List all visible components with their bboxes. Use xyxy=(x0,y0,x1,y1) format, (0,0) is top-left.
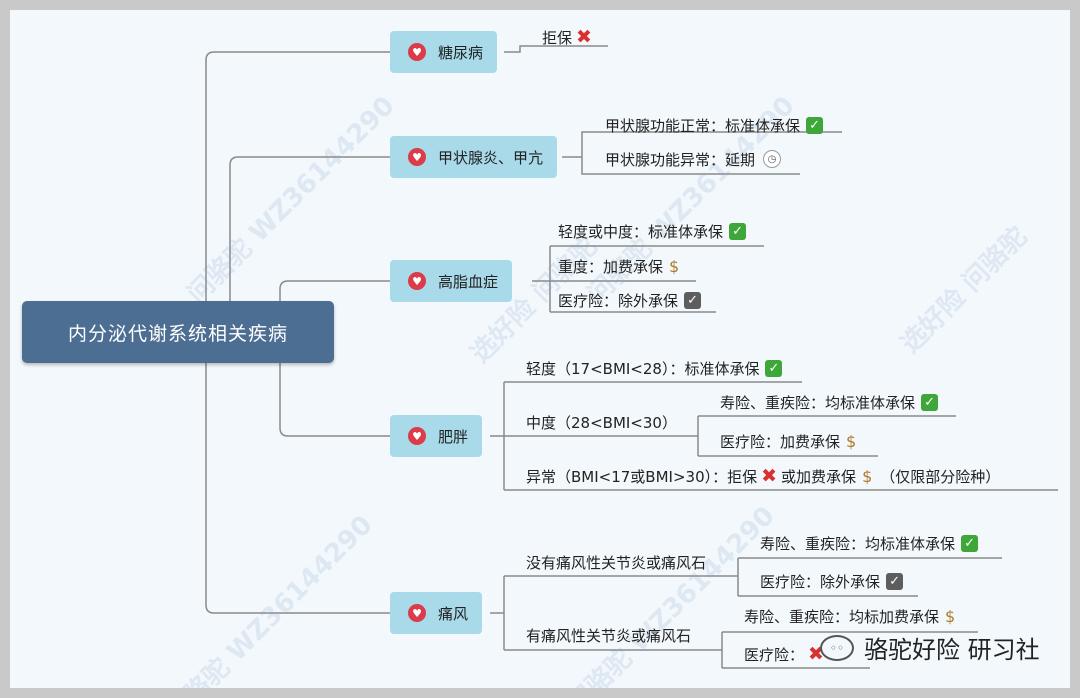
topic-obesity[interactable]: ♥ 肥胖 xyxy=(390,415,483,457)
check-icon: ✓ xyxy=(765,359,783,377)
brand-text: 骆驼好险 研习社 xyxy=(864,636,1040,664)
leaf-label: 医疗险：除外承保 xyxy=(558,291,679,310)
leaf-label: 没有痛风性关节炎或痛风石 xyxy=(526,553,707,572)
leaf-lipid-severe[interactable]: 重度：加费承保 $ xyxy=(558,253,679,279)
leaf-obesity-moderate-medical[interactable]: 医疗险：加费承保 $ xyxy=(720,428,856,454)
leaf-label: 医疗险： xyxy=(744,645,805,664)
topic-label: 肥胖 xyxy=(438,427,469,446)
leaf-label: 异常（BMI<17或BMI>30）：拒保 xyxy=(526,467,758,486)
money-bag-icon: $ xyxy=(669,256,680,276)
topic-label: 痛风 xyxy=(438,604,469,623)
check-icon: ✓ xyxy=(921,393,939,411)
leaf-obesity-mild[interactable]: 轻度（17<BMI<28）：标准体承保 ✓ xyxy=(526,355,783,381)
cross-icon: ✖ xyxy=(808,643,824,665)
clock-icon: ◷ xyxy=(763,150,782,168)
leaf-diabetes-reject[interactable]: 拒保 ✖ xyxy=(542,24,592,50)
heart-icon: ♥ xyxy=(408,427,426,445)
money-bag-icon: $ xyxy=(945,606,956,626)
money-bag-icon: $ xyxy=(862,466,873,486)
topic-label: 高脂血症 xyxy=(438,272,499,291)
leaf-gout-with-medical[interactable]: 医疗险： ✖ xyxy=(744,641,824,667)
topic-gout[interactable]: ♥ 痛风 xyxy=(390,592,483,634)
topic-hyperlipidemia[interactable]: ♥ 高脂血症 xyxy=(390,260,513,302)
checkbox-icon: ✓ xyxy=(684,291,702,309)
leaf-thyroid-abnormal[interactable]: 甲状腺功能异常：延期 ◷ xyxy=(605,146,782,172)
money-bag-icon: $ xyxy=(846,431,857,451)
topic-diabetes[interactable]: ♥ 糖尿病 xyxy=(390,31,498,73)
leaf-gout-with-arthritis[interactable]: 有痛风性关节炎或痛风石 xyxy=(526,622,691,648)
leaf-obesity-moderate-life[interactable]: 寿险、重疾险：均标准体承保 ✓ xyxy=(720,389,939,415)
leaf-thyroid-normal[interactable]: 甲状腺功能正常：标准体承保 ✓ xyxy=(605,112,824,138)
leaf-label: 医疗险：除外承保 xyxy=(760,572,881,591)
leaf-lipid-medical[interactable]: 医疗险：除外承保 ✓ xyxy=(558,287,702,313)
leaf-label: 重度：加费承保 xyxy=(558,257,664,276)
check-icon: ✓ xyxy=(961,534,979,552)
leaf-label: 轻度或中度：标准体承保 xyxy=(558,222,724,241)
leaf-gout-no-life[interactable]: 寿险、重疾险：均标准体承保 ✓ xyxy=(760,530,979,556)
heart-icon: ♥ xyxy=(408,148,426,166)
check-icon: ✓ xyxy=(729,222,747,240)
connector-lines xyxy=(205,45,1058,669)
heart-icon: ♥ xyxy=(408,43,426,61)
leaf-lipid-mild[interactable]: 轻度或中度：标准体承保 ✓ xyxy=(558,218,747,244)
leaf-label: 拒保 xyxy=(542,28,573,47)
heart-icon: ♥ xyxy=(408,604,426,622)
leaf-obesity-abnormal[interactable]: 异常（BMI<17或BMI>30）：拒保 ✖ 或加费承保 $ （仅限部分险种） xyxy=(526,463,1000,489)
leaf-obesity-moderate[interactable]: 中度（28<BMI<30） xyxy=(526,409,677,435)
checkbox-icon: ✓ xyxy=(886,572,904,590)
leaf-label: 或加费承保 xyxy=(781,467,857,486)
heart-icon: ♥ xyxy=(408,272,426,290)
leaf-label: 甲状腺功能异常：延期 xyxy=(605,150,756,169)
wechat-logo-icon: ◦◦ xyxy=(820,634,854,661)
brand-overlay: ◦◦ 骆驼好险 研习社 xyxy=(820,630,1040,665)
leaf-label: 有痛风性关节炎或痛风石 xyxy=(526,626,692,645)
root-topic[interactable]: 内分泌代谢系统相关疾病 xyxy=(22,301,334,363)
leaf-gout-no-medical[interactable]: 医疗险：除外承保 ✓ xyxy=(760,568,904,594)
leaf-gout-with-life[interactable]: 寿险、重疾险：均标加费承保 $ xyxy=(744,603,955,629)
cross-icon: ✖ xyxy=(576,26,592,48)
leaf-label: 寿险、重疾险：均标准体承保 xyxy=(720,393,916,412)
leaf-label: 寿险、重疾险：均标加费承保 xyxy=(744,607,940,626)
leaf-gout-no-arthritis[interactable]: 没有痛风性关节炎或痛风石 xyxy=(526,549,706,575)
mindmap-canvas: 问骆驼 WZ36144290 问骆驼 WZ36144290 选好险 问骆驼 选好… xyxy=(10,10,1070,688)
leaf-label: 医疗险：加费承保 xyxy=(720,432,841,451)
topic-label: 糖尿病 xyxy=(438,43,484,62)
leaf-label: 寿险、重疾险：均标准体承保 xyxy=(760,534,956,553)
cross-icon: ✖ xyxy=(761,465,778,487)
check-icon: ✓ xyxy=(806,116,824,134)
leaf-label: 甲状腺功能正常：标准体承保 xyxy=(605,116,801,135)
leaf-label: 轻度（17<BMI<28）：标准体承保 xyxy=(526,359,760,378)
topic-thyroid[interactable]: ♥ 甲状腺炎、甲亢 xyxy=(390,136,558,178)
leaf-label: （仅限部分险种） xyxy=(880,467,1001,486)
topic-label: 甲状腺炎、甲亢 xyxy=(438,148,544,167)
leaf-label: 中度（28<BMI<30） xyxy=(526,413,677,432)
